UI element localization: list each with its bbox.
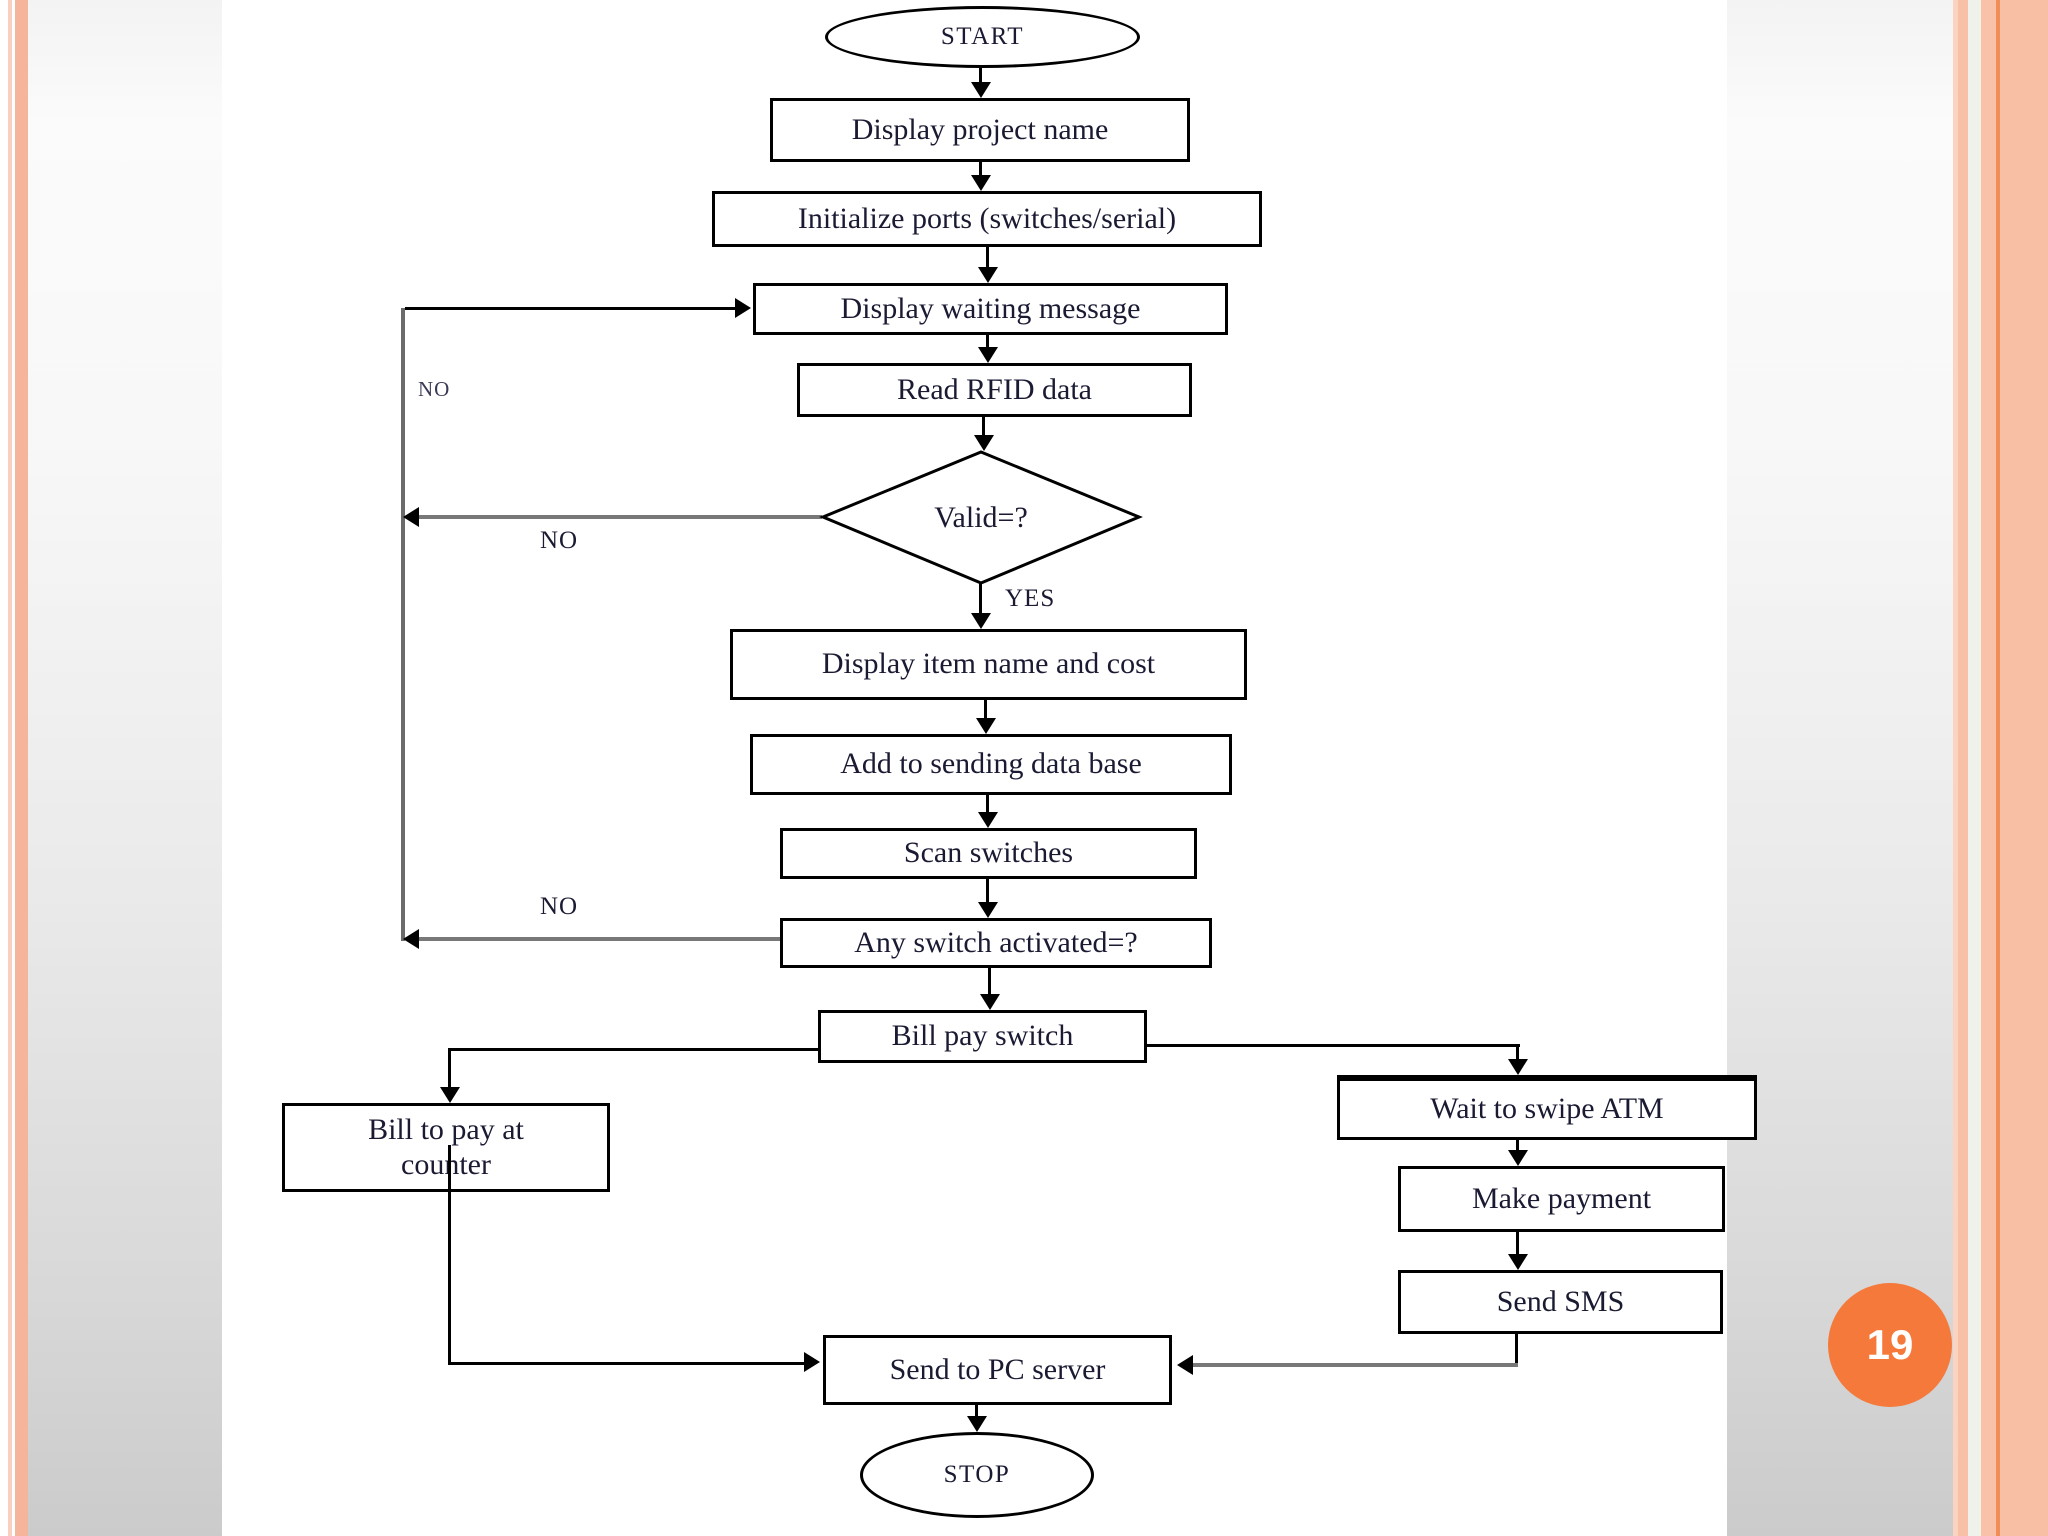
page-number-badge: 19: [1828, 1283, 1952, 1407]
edge-billpay-counter-vline: [448, 1048, 451, 1087]
node-read-rfid-data-label: Read RFID data: [897, 372, 1092, 406]
edge-displayitem-adddb-line: [984, 700, 987, 719]
edge-valid-displayitem-line: [979, 583, 982, 614]
node-send-to-pc-server-label: Send to PC server: [889, 1352, 1106, 1386]
node-bill-pay-switch: Bill pay switch: [818, 1010, 1147, 1063]
node-start: START: [825, 6, 1140, 68]
edge-billpay-counter-hline: [450, 1048, 818, 1051]
edge-sms-sendpc-vline: [1515, 1334, 1518, 1366]
node-any-switch-activated: Any switch activated=?: [780, 918, 1212, 968]
node-read-rfid-data: Read RFID data: [797, 363, 1192, 417]
edge-atm-payment-line: [1516, 1140, 1519, 1151]
edge-initports-waitmsg-arrowhead: [978, 267, 998, 283]
node-valid-decision: Valid=?: [818, 449, 1144, 586]
edge-billpay-counter-arrowhead: [440, 1087, 460, 1103]
edge-adddb-scansw-arrowhead: [978, 812, 998, 828]
edge-scansw-anysw-line: [986, 879, 989, 903]
edge-valid-no-line: [419, 515, 822, 519]
edge-billpay-atm-hline: [1147, 1044, 1520, 1047]
node-wait-to-swipe-atm: Wait to swipe ATM: [1337, 1075, 1757, 1140]
valid-decision-shape: [819, 450, 1143, 585]
edge-displayproject-initports-arrowhead: [971, 175, 991, 191]
node-display-project-name: Display project name: [770, 98, 1190, 162]
node-scan-switches-label: Scan switches: [903, 836, 1074, 870]
edge-waitmsg-readrfid-arrowhead: [978, 347, 998, 363]
node-valid-decision-label: Valid=?: [934, 500, 1028, 534]
edge-readrfid-valid-line: [982, 417, 985, 436]
node-stop: STOP: [860, 1432, 1094, 1518]
left-border-stripes: [0, 0, 28, 1536]
edge-billpay-atm-vline: [1516, 1044, 1519, 1059]
edge-anysw-no-line: [419, 937, 780, 941]
edge-counter-sendpc-arrowhead: [804, 1352, 820, 1372]
edge-anysw-no-arrowhead: [403, 929, 419, 949]
edge-sendpc-stop-arrowhead: [967, 1416, 987, 1432]
node-display-project-name-label: Display project name: [851, 112, 1109, 146]
edge-label-no-switch: NO: [540, 893, 579, 920]
node-initialize-ports-label: Initialize ports (switches/serial): [797, 201, 1177, 235]
node-bill-pay-switch-label: Bill pay switch: [891, 1019, 1074, 1053]
node-bill-to-pay-at-counter: Bill to pay at counter: [282, 1103, 610, 1192]
edge-sendpc-stop-line: [975, 1405, 978, 1417]
page-number: 19: [1866, 1321, 1914, 1368]
node-initialize-ports: Initialize ports (switches/serial): [712, 191, 1262, 247]
no-loop-into-waitmsg-line: [405, 307, 735, 310]
node-scan-switches: Scan switches: [780, 828, 1197, 879]
node-display-waiting-message: Display waiting message: [753, 283, 1228, 335]
edge-label-no-valid: NO: [540, 527, 579, 554]
edge-billpay-atm-arrowhead: [1508, 1059, 1528, 1075]
edge-start-displayproject-line: [979, 68, 982, 83]
edge-readrfid-valid-arrowhead: [974, 435, 994, 451]
edge-label-no-return: NO: [418, 377, 451, 401]
edge-initports-waitmsg-line: [986, 247, 989, 268]
edge-label-yes: YES: [1005, 585, 1056, 612]
node-display-item-name-cost: Display item name and cost: [730, 629, 1247, 700]
edge-valid-displayitem-arrowhead: [971, 613, 991, 629]
node-display-item-name-cost-label: Display item name and cost: [821, 647, 1156, 681]
node-bill-to-pay-at-counter-label: Bill to pay at counter: [368, 1113, 524, 1181]
node-send-to-pc-server: Send to PC server: [823, 1335, 1172, 1405]
node-send-sms-label: Send SMS: [1496, 1284, 1625, 1318]
edge-anysw-billpay-line: [988, 968, 991, 995]
right-border-stripes: [1953, 0, 2048, 1536]
edge-valid-no-arrowhead: [403, 507, 419, 527]
node-send-sms: Send SMS: [1398, 1270, 1723, 1334]
node-display-waiting-message-label: Display waiting message: [840, 291, 1141, 325]
no-loop-into-waitmsg-arrowhead: [735, 298, 751, 318]
edge-counter-sendpc-vline: [448, 1145, 451, 1365]
edge-waitmsg-readrfid-line: [986, 335, 989, 348]
edge-payment-sms-arrowhead: [1508, 1254, 1528, 1270]
node-wait-to-swipe-atm-label: Wait to swipe ATM: [1430, 1091, 1664, 1125]
node-add-to-sending-database: Add to sending data base: [750, 734, 1232, 795]
node-any-switch-activated-label: Any switch activated=?: [854, 925, 1138, 959]
node-make-payment-label: Make payment: [1471, 1181, 1652, 1215]
no-loop-vertical-line: [401, 308, 405, 941]
edge-scansw-anysw-arrowhead: [978, 902, 998, 918]
edge-counter-sendpc-hline: [450, 1362, 804, 1365]
node-stop-label: STOP: [943, 1460, 1011, 1488]
node-start-label: START: [940, 22, 1025, 50]
node-add-to-sending-database-label: Add to sending data base: [840, 747, 1142, 781]
edge-payment-sms-line: [1516, 1232, 1519, 1255]
node-make-payment: Make payment: [1398, 1166, 1725, 1232]
edge-start-displayproject-arrowhead: [971, 82, 991, 98]
edge-displayproject-initports-line: [979, 162, 982, 176]
edge-sms-sendpc-arrowhead: [1177, 1355, 1193, 1375]
edge-sms-sendpc-hline: [1193, 1363, 1518, 1367]
edge-adddb-scansw-line: [986, 795, 989, 813]
edge-atm-payment-arrowhead: [1508, 1150, 1528, 1166]
edge-anysw-billpay-arrowhead: [980, 994, 1000, 1010]
edge-displayitem-adddb-arrowhead: [976, 718, 996, 734]
